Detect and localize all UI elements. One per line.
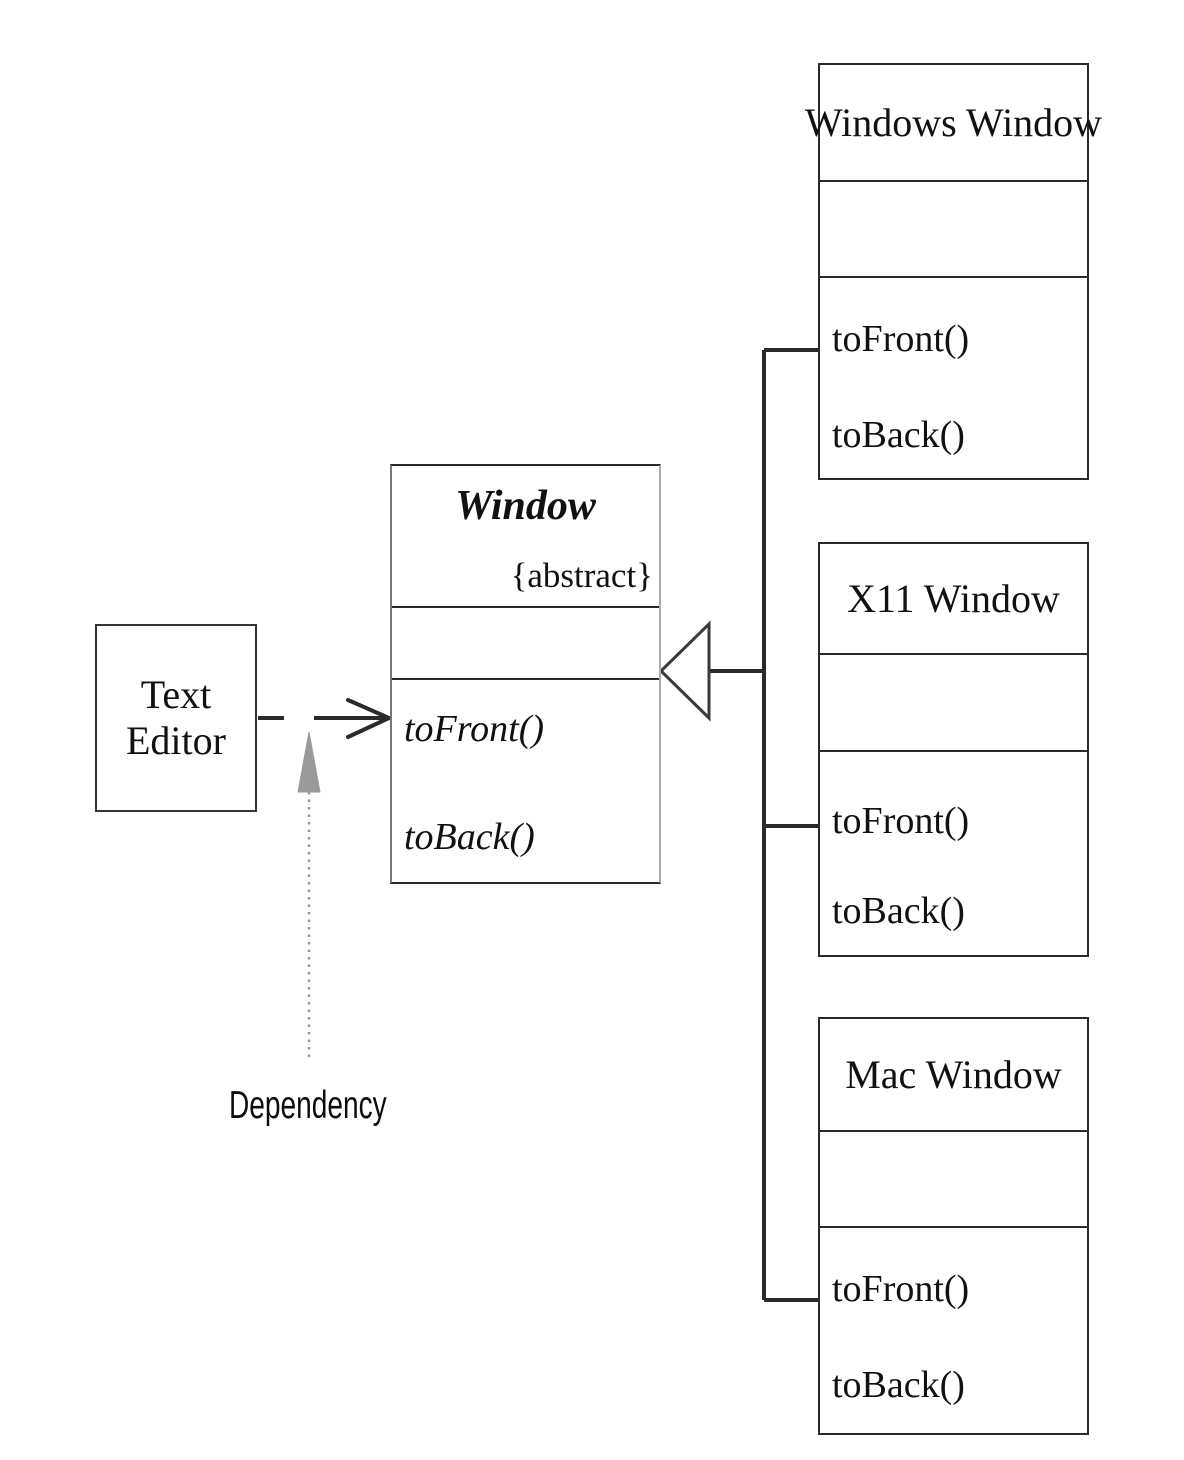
class-name-text-editor: Text Editor	[126, 672, 226, 764]
dependency-pointer-arrowhead-icon	[297, 731, 321, 793]
mac-window-attributes-compartment	[820, 1132, 1087, 1228]
class-name-mac-window: Mac Window	[845, 1052, 1062, 1097]
class-name-windows-window: Windows Window	[804, 100, 1103, 145]
method-label: toFront()	[832, 1268, 970, 1310]
mac-window-title-compartment: Mac Window	[820, 1019, 1087, 1132]
windows-window-methods-compartment: toFront() toBack()	[820, 278, 1087, 478]
window-title-compartment: Window {abstract}	[392, 466, 659, 608]
x11-window-title-compartment: X11 Window	[820, 544, 1087, 655]
class-name-window: Window	[455, 483, 596, 529]
class-box-x11-window: X11 Window toFront() toBack()	[818, 542, 1089, 957]
method-label: toFront()	[832, 318, 970, 360]
window-attributes-compartment	[392, 608, 659, 680]
method-label: toBack()	[832, 890, 965, 932]
x11-window-methods-compartment: toFront() toBack()	[820, 752, 1087, 955]
method-label: toBack()	[832, 1364, 965, 1406]
windows-window-title-compartment: Windows Window	[805, 65, 1102, 182]
class-name-x11-window: X11 Window	[847, 576, 1060, 621]
dependency-open-arrowhead-icon	[346, 698, 394, 739]
mac-window-methods-compartment: toFront() toBack()	[820, 1228, 1087, 1433]
class-box-window: Window {abstract} toFront() toBack()	[390, 464, 661, 884]
method-label: toFront()	[404, 708, 545, 750]
generalization-triangle-icon	[658, 620, 711, 722]
text-editor-name-line2: Editor	[126, 718, 226, 763]
x11-window-attributes-compartment	[820, 655, 1087, 752]
text-editor-name-line1: Text	[140, 672, 212, 717]
dependency-label: Dependency	[229, 1084, 387, 1127]
abstract-stereotype-label: {abstract}	[510, 556, 653, 595]
method-label: toFront()	[832, 800, 970, 842]
windows-window-attributes-compartment	[820, 182, 1087, 278]
method-label: toBack()	[832, 414, 965, 456]
class-box-windows-window: Windows Window toFront() toBack()	[805, 63, 1102, 480]
window-methods-compartment: toFront() toBack()	[392, 680, 659, 882]
class-box-text-editor: Text Editor	[95, 624, 257, 812]
class-box-mac-window: Mac Window toFront() toBack()	[818, 1017, 1089, 1435]
method-label: toBack()	[404, 816, 535, 858]
